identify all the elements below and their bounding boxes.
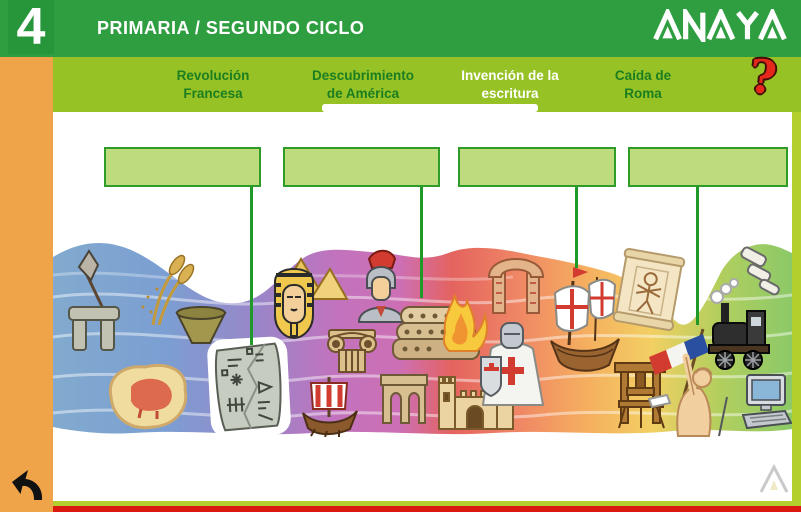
connector-line-1 bbox=[250, 187, 253, 345]
page-title: PRIMARIA / SEGUNDO CICLO bbox=[97, 18, 365, 38]
trireme-icon bbox=[302, 377, 358, 437]
left-sidebar bbox=[0, 57, 53, 512]
roman-soldier-icon bbox=[357, 249, 405, 323]
drop-zone-2[interactable] bbox=[283, 147, 440, 187]
era-label-invencion-escritura[interactable]: Invención de la escritura bbox=[461, 68, 559, 101]
connector-line-3 bbox=[575, 187, 578, 268]
era-label-caida-roma[interactable]: Caída de Roma bbox=[614, 68, 672, 101]
wheat-icon bbox=[141, 254, 195, 326]
computer-icon bbox=[741, 374, 792, 430]
bowl-icon bbox=[175, 306, 227, 344]
cave-painting-icon bbox=[108, 364, 188, 430]
timeline-illustration bbox=[53, 243, 792, 437]
vitruvian-man-icon bbox=[612, 247, 686, 332]
header-bar: 4 PRIMARIA / SEGUNDO CICLO bbox=[0, 0, 801, 57]
connector-line-2 bbox=[420, 187, 423, 298]
anaya-a-mark bbox=[759, 464, 789, 493]
era-label-revolucion-francesa[interactable]: Revolución Francesa bbox=[176, 68, 250, 101]
help-button[interactable]: ? bbox=[746, 48, 780, 106]
burning-colosseum-icon bbox=[392, 294, 488, 360]
cuneiform-tablet-icon bbox=[207, 336, 291, 437]
caravel-icon bbox=[550, 267, 620, 372]
unit-number: 4 bbox=[16, 0, 46, 56]
crusader-knight-icon bbox=[480, 322, 545, 406]
aqueduct-icon bbox=[380, 374, 428, 424]
footer-lime-stripe bbox=[53, 501, 801, 506]
era-label-bar: Revolución Francesa Descubrimiento de Am… bbox=[53, 57, 801, 112]
footer-red-stripe bbox=[53, 506, 801, 512]
era-label-descubrimiento-america[interactable]: Descubrimiento de América bbox=[311, 68, 415, 101]
undo-arrow-icon bbox=[12, 470, 43, 500]
unit-number-box: 4 bbox=[8, 0, 54, 54]
steam-locomotive-icon bbox=[708, 278, 770, 370]
back-button[interactable] bbox=[8, 468, 44, 504]
telescope-icon bbox=[740, 246, 780, 296]
drop-zone-1[interactable] bbox=[104, 147, 261, 187]
selected-label-indicator bbox=[322, 104, 538, 112]
anaya-logo-icon bbox=[653, 9, 787, 42]
drop-zone-4[interactable] bbox=[628, 147, 788, 187]
liberty-flag-icon bbox=[649, 328, 728, 437]
ionic-column-icon bbox=[327, 329, 377, 373]
connector-line-4 bbox=[696, 187, 699, 325]
ruined-arch-icon bbox=[487, 258, 545, 314]
pharaoh-icon bbox=[274, 268, 314, 340]
right-border-strip bbox=[792, 112, 801, 506]
stonehenge-icon bbox=[68, 306, 120, 351]
drop-zone-3[interactable] bbox=[458, 147, 616, 187]
